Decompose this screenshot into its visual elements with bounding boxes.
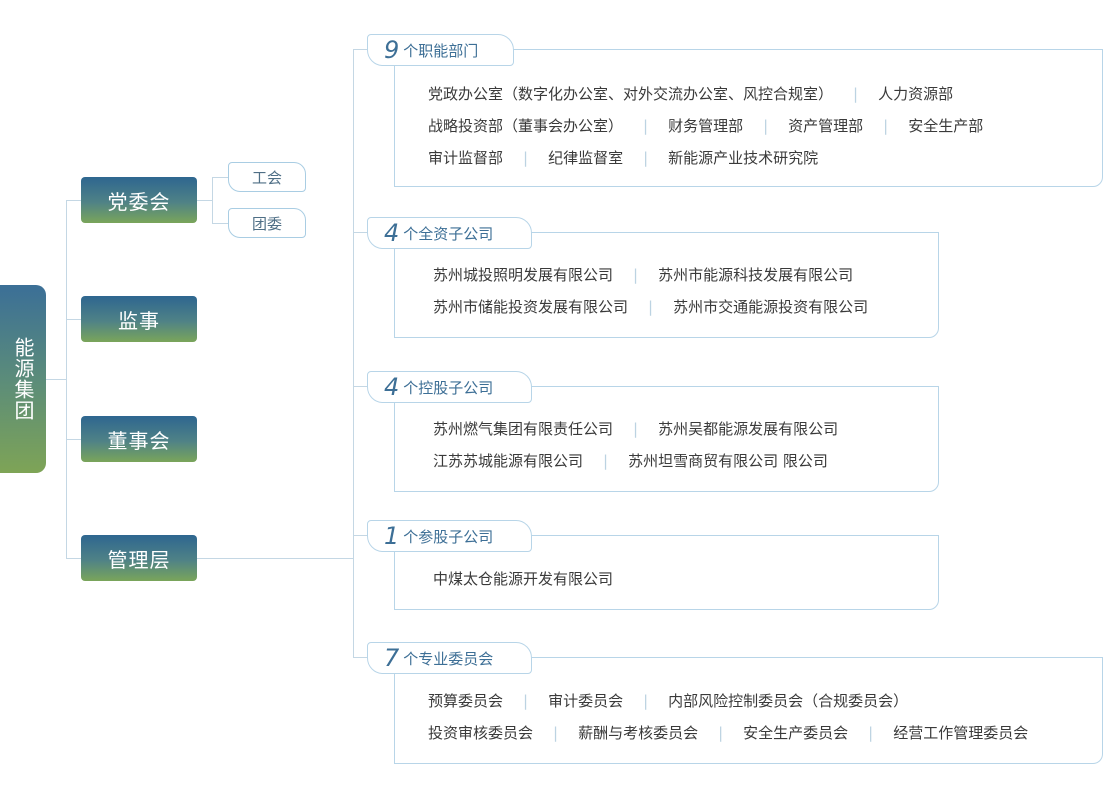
list-item[interactable]: 江苏苏城能源有限公司 xyxy=(433,452,584,470)
row-holding-1: 苏州燃气集团有限责任公司| 苏州吴都能源发展有限公司 xyxy=(433,419,839,439)
connector-jianshi xyxy=(66,319,81,320)
connector-group-2 xyxy=(353,232,367,233)
connector-sub-v xyxy=(212,177,213,223)
list-item[interactable]: 战略投资部（董事会办公室） xyxy=(428,117,624,135)
group-count: 1 xyxy=(384,522,400,550)
list-item[interactable]: 苏州城投照明发展有限公司 xyxy=(433,266,614,284)
group-label: 个专业委员会 xyxy=(403,649,494,668)
row-departments-2: 战略投资部（董事会办公室）| 财务管理部| 资产管理部| 安全生产部 xyxy=(428,116,984,136)
list-item[interactable]: 审计监督部 xyxy=(428,149,504,167)
list-item[interactable]: 人力资源部 xyxy=(878,85,954,103)
row-committees-1: 预算委员会| 审计委员会| 内部风险控制委员会（合规委员会） xyxy=(428,691,909,711)
group-label: 个控股子公司 xyxy=(403,378,494,397)
list-item[interactable]: 安全生产部 xyxy=(908,117,984,135)
node-guanliceng[interactable]: 管理层 xyxy=(81,535,197,581)
row-committees-2: 投资审核委员会| 薪酬与考核委员会| 安全生产委员会| 经营工作管理委员会 xyxy=(428,723,1029,743)
group-label: 个参股子公司 xyxy=(403,527,494,546)
panel-wholly-owned xyxy=(394,232,939,338)
list-item[interactable]: 中煤太仓能源开发有限公司 xyxy=(433,570,614,588)
list-item[interactable]: 财务管理部 xyxy=(668,117,744,135)
connector-mgmt-h xyxy=(197,558,353,559)
row-wholly-owned-2: 苏州市储能投资发展有限公司| 苏州市交通能源投资有限公司 xyxy=(433,297,869,317)
row-departments-3: 审计监督部| 纪律监督室| 新能源产业技术研究院 xyxy=(428,148,819,168)
list-item[interactable]: 苏州市交通能源投资有限公司 xyxy=(673,298,869,316)
row-departments-1: 党政办公室（数字化办公室、对外交流办公室、风控合规室）| 人力资源部 xyxy=(428,84,954,104)
node-dangweihui[interactable]: 党委会 xyxy=(81,177,197,223)
connector-group-1 xyxy=(353,49,367,50)
group-label: 个职能部门 xyxy=(403,41,479,60)
list-item[interactable]: 党政办公室（数字化办公室、对外交流办公室、风控合规室） xyxy=(428,85,834,103)
node-dongshihui[interactable]: 董事会 xyxy=(81,416,197,462)
panel-committees xyxy=(394,657,1103,764)
list-item[interactable]: 新能源产业技术研究院 xyxy=(668,149,819,167)
root-node: 能源集团 xyxy=(0,285,46,473)
group-count: 4 xyxy=(384,373,400,401)
connector-root xyxy=(46,379,66,380)
list-item[interactable]: 审计委员会 xyxy=(548,692,624,710)
list-item[interactable]: 苏州吴都能源发展有限公司 xyxy=(658,420,839,438)
connector-sub-h xyxy=(197,200,212,201)
panel-holding xyxy=(394,386,939,492)
list-item[interactable]: 苏州燃气集团有限责任公司 xyxy=(433,420,614,438)
list-item[interactable]: 苏州市储能投资发展有限公司 xyxy=(433,298,629,316)
row-holding-2: 江苏苏城能源有限公司| 苏州坦雪商贸有限公司 限公司 xyxy=(433,451,828,471)
list-item[interactable]: 资产管理部 xyxy=(788,117,864,135)
connector-group-3 xyxy=(353,386,367,387)
list-item[interactable]: 纪律监督室 xyxy=(548,149,624,167)
node-tuanwei[interactable]: 团委 xyxy=(228,208,306,238)
group-count: 9 xyxy=(384,36,400,64)
group-count: 4 xyxy=(384,219,400,247)
list-item[interactable]: 薪酬与考核委员会 xyxy=(578,724,699,742)
connector-dangwei xyxy=(66,200,81,201)
group-label: 个全资子公司 xyxy=(403,224,494,243)
row-equity-1: 中煤太仓能源开发有限公司 xyxy=(433,568,613,589)
list-item[interactable]: 安全生产委员会 xyxy=(743,724,849,742)
list-item[interactable]: 投资审核委员会 xyxy=(428,724,534,742)
node-gonghui[interactable]: 工会 xyxy=(228,162,306,192)
connector-dongshi xyxy=(66,439,81,440)
list-item[interactable]: 苏州坦雪商贸有限公司 限公司 xyxy=(628,452,828,470)
node-jianshi[interactable]: 监事 xyxy=(81,296,197,342)
connector-group-4 xyxy=(353,535,367,536)
connector-tuanwei xyxy=(212,223,228,224)
connector-groups-trunk xyxy=(353,49,354,657)
list-item[interactable]: 苏州市能源科技发展有限公司 xyxy=(658,266,854,284)
group-count: 7 xyxy=(384,644,400,672)
connector-gonghui xyxy=(212,177,228,178)
connector-guanli xyxy=(66,558,81,559)
panel-departments xyxy=(394,49,1103,187)
connector-group-5 xyxy=(353,657,367,658)
list-item[interactable]: 经营工作管理委员会 xyxy=(893,724,1029,742)
connector-trunk xyxy=(66,200,67,559)
row-wholly-owned-1: 苏州城投照明发展有限公司| 苏州市能源科技发展有限公司 xyxy=(433,265,854,285)
list-item[interactable]: 内部风险控制委员会（合规委员会） xyxy=(668,692,909,710)
list-item[interactable]: 预算委员会 xyxy=(428,692,504,710)
